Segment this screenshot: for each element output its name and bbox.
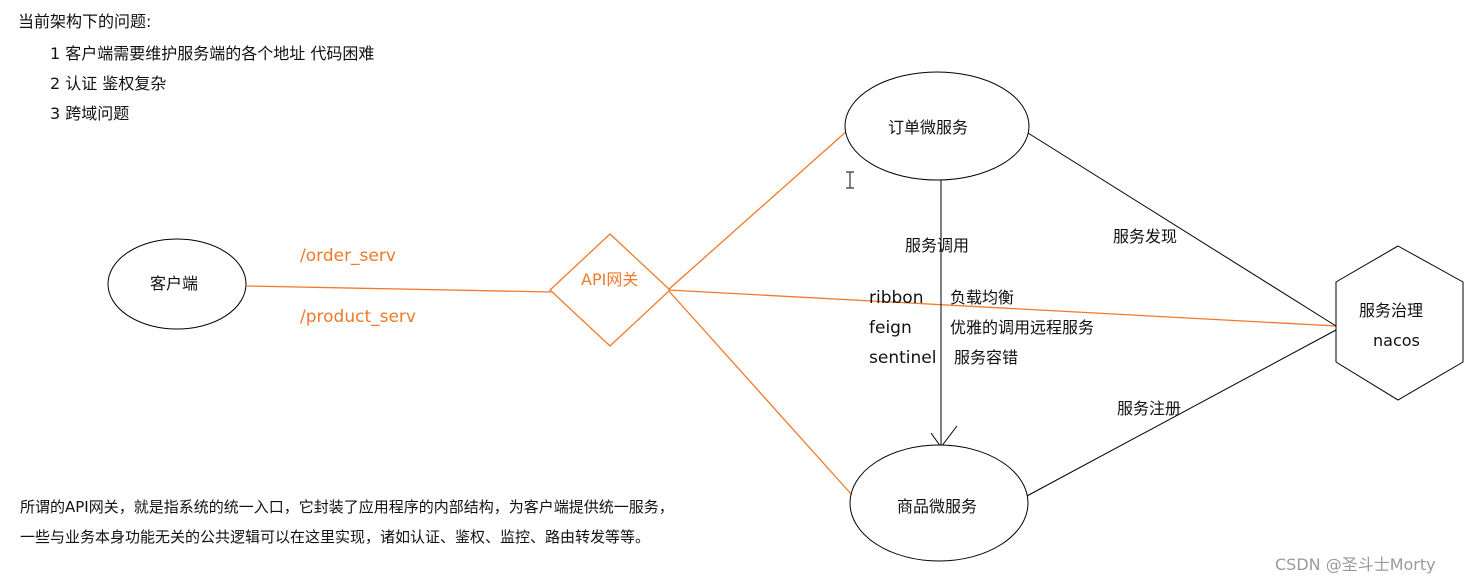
edge-gateway-order [667,129,849,291]
order-service-label: 订单微服务 [888,118,969,137]
edge-order-governance [1027,132,1337,327]
problem-item: 3 跨域问题 [50,104,130,123]
edge-gateway-product [667,289,853,496]
route-product-label: /product_serv [300,307,416,327]
problems-heading: 当前架构下的问题: [18,12,152,31]
watermark: CSDN @圣斗士Morty [1275,555,1436,574]
route-order-label: /order_serv [300,246,396,266]
arrow-head [930,425,958,448]
description-line: 一些与业务本身功能无关的公共逻辑可以在这里实现，诸如认证、鉴权、监控、路由转发等… [20,528,651,546]
problem-item: 2 认证 鉴权复杂 [50,74,167,93]
edge-gateway-governance [667,289,1337,327]
service-registration-label: 服务注册 [1117,399,1182,418]
edge-product-governance [1024,329,1337,498]
governance-node [1335,245,1464,401]
order-service-node [844,71,1030,181]
component-name: sentinel [869,348,937,368]
governance-label: 服务治理 [1359,301,1424,320]
text-cursor-icon [846,171,854,189]
edge-client-gateway [246,285,552,293]
description-line: 所谓的API网关，就是指系统的统一入口，它封装了应用程序的内部结构，为客户端提供… [20,498,674,516]
component-desc: 服务容错 [954,348,1019,367]
governance-sublabel: nacos [1373,331,1420,350]
service-call-label: 服务调用 [905,236,970,255]
client-node [107,238,247,330]
client-label: 客户端 [150,274,199,293]
component-name: ribbon [869,288,924,308]
service-discovery-label: 服务发现 [1113,227,1178,246]
gateway-label: API网关 [581,270,639,289]
product-service-node [849,444,1029,562]
component-desc: 优雅的调用远程服务 [950,318,1095,337]
gateway-node [549,233,671,347]
product-service-label: 商品微服务 [897,497,978,516]
component-desc: 负载均衡 [950,288,1015,307]
problem-item: 1 客户端需要维护服务端的各个地址 代码困难 [50,44,375,63]
component-name: feign [869,318,912,338]
